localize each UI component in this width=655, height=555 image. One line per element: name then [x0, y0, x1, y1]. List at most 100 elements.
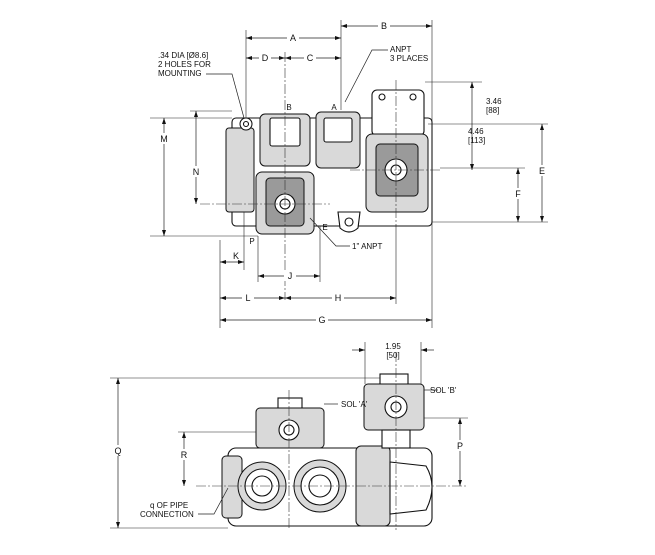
- pipe-note-leader: [198, 487, 229, 515]
- anpt-note-leader: [344, 49, 388, 103]
- right-end-cap: [389, 461, 433, 515]
- dim-d-gap: [259, 52, 271, 63]
- dim-k-label: K: [233, 251, 239, 261]
- dim-c-arrow-r: [335, 56, 341, 60]
- port-b-label: B: [286, 103, 291, 112]
- dim-k-arrow-r: [238, 260, 244, 264]
- dim-n-gap: [190, 166, 202, 177]
- dim-195-arrow-r: [421, 348, 427, 352]
- dim-j-arrow-r: [314, 274, 320, 278]
- dim-c-arrow-l: [285, 56, 291, 60]
- anpt-note-line-2: 3 PLACES: [390, 54, 428, 63]
- mounting-hole-bottom: [344, 217, 354, 227]
- dim-r-label: R: [181, 450, 188, 460]
- solenoid-b-screw-2: [409, 93, 417, 101]
- dim-b-label: B: [381, 21, 387, 31]
- dim-l-label: L: [245, 293, 250, 303]
- dim-j-arrow-l: [258, 274, 264, 278]
- sol-a-label: SOL 'A': [341, 400, 368, 409]
- dim-f-arrow-b: [516, 216, 520, 222]
- dim-e-arrow-t: [540, 124, 544, 130]
- dim-q-arrow-t: [116, 378, 120, 384]
- dim-346-value: 3.46: [486, 97, 502, 106]
- dim-446-metric: [113]: [468, 136, 485, 145]
- dim-g-gap: [316, 314, 328, 325]
- dim-p-gap: [454, 440, 466, 451]
- dim-n-arrow-b: [194, 198, 198, 204]
- dim-l-arrow-l: [220, 296, 226, 300]
- dim-p-arrow-b: [458, 480, 462, 486]
- dim-l-gap: [242, 292, 254, 303]
- dim-q-label: Q: [114, 446, 121, 456]
- top-view: A B D C .34 DIA [Ø8.6] 2 HOLES FOR MOUNT…: [150, 20, 548, 328]
- dim-c-gap: [304, 52, 316, 63]
- dim-346-arrow-b: [470, 164, 474, 170]
- dim-195-value: 1.95: [385, 342, 401, 351]
- port-p-label: P: [249, 237, 254, 246]
- dim-e-label: E: [539, 166, 545, 176]
- dim-m-label: M: [160, 134, 168, 144]
- dim-d-label: D: [262, 53, 269, 63]
- port-a-face: [323, 117, 353, 143]
- sol-b-label: SOL 'B': [430, 386, 457, 395]
- dim-346-metric: [88]: [486, 106, 499, 115]
- dim-d-arrow-l: [246, 56, 252, 60]
- dim-m-gap: [157, 133, 171, 144]
- mount-note-line-1: .34 DIA [Ø8.6]: [158, 51, 208, 60]
- dim-c-label: C: [307, 53, 314, 63]
- dim-q-gap: [111, 445, 125, 456]
- pipe-note-line-2: CONNECTION: [140, 510, 194, 519]
- dim-j-label: J: [288, 271, 293, 281]
- dim-346-arrow-t: [470, 82, 474, 88]
- dim-r-gap: [178, 449, 190, 460]
- mount-note-line-3: MOUNTING: [158, 69, 202, 78]
- dim-n-label: N: [193, 167, 200, 177]
- dim-p-arrow-t: [458, 418, 462, 424]
- dim-d-arrow-r: [279, 56, 285, 60]
- port-1in-label: 1" ANPT: [352, 242, 383, 251]
- dim-a-label: A: [290, 33, 296, 43]
- dim-g-label: G: [318, 315, 325, 325]
- dim-b-arrow-l: [341, 24, 347, 28]
- dim-m-arrow-t: [162, 118, 166, 124]
- dim-a-gap: [287, 32, 299, 43]
- port-e-label: E: [322, 223, 327, 232]
- dim-e-arrow-b: [540, 216, 544, 222]
- dim-k-arrow-l: [220, 260, 226, 264]
- dim-p-label: P: [457, 441, 463, 451]
- dim-a-arrow-l: [246, 36, 252, 40]
- dim-h-label: H: [335, 293, 342, 303]
- dim-h-gap: [332, 292, 344, 303]
- pipe-note-line-1: q OF PIPE: [150, 501, 188, 510]
- dim-r-arrow-b: [182, 480, 186, 486]
- dim-e-gap: [536, 165, 548, 176]
- dim-g-arrow-l: [220, 318, 226, 322]
- dim-q-arrow-b: [116, 522, 120, 528]
- anpt-note-line-1: ANPT: [390, 45, 411, 54]
- dim-m-arrow-b: [162, 230, 166, 236]
- dim-f-gap: [512, 188, 524, 199]
- mount-note-leader: [206, 73, 245, 119]
- dim-b-arrow-r: [426, 24, 432, 28]
- port-a-label: A: [331, 103, 337, 112]
- dim-446-value: 4.46: [468, 127, 484, 136]
- dim-h-arrow-r: [390, 296, 396, 300]
- dim-f-arrow-t: [516, 168, 520, 174]
- dim-195-arrow-l: [359, 348, 365, 352]
- dim-r-arrow-t: [182, 432, 186, 438]
- dim-l-arrow-r: [279, 296, 285, 300]
- dim-n-arrow-t: [194, 111, 198, 117]
- dim-195-metric: [50]: [386, 351, 399, 360]
- solenoid-b-screw-1: [378, 93, 386, 101]
- front-view: 1.95 [50] SOL 'A' SOL 'B' Q R P q OF PIP…: [110, 342, 468, 530]
- dim-j-gap: [284, 270, 296, 281]
- dim-h-arrow-l: [285, 296, 291, 300]
- mounting-hole-top-inner: [242, 120, 250, 128]
- dim-g-arrow-r: [426, 318, 432, 322]
- dim-a-arrow-r: [335, 36, 341, 40]
- dim-f-label: F: [515, 189, 521, 199]
- left-flange: [225, 127, 255, 213]
- mount-note-line-2: 2 HOLES FOR: [158, 60, 211, 69]
- port-1in-leader: [309, 217, 350, 247]
